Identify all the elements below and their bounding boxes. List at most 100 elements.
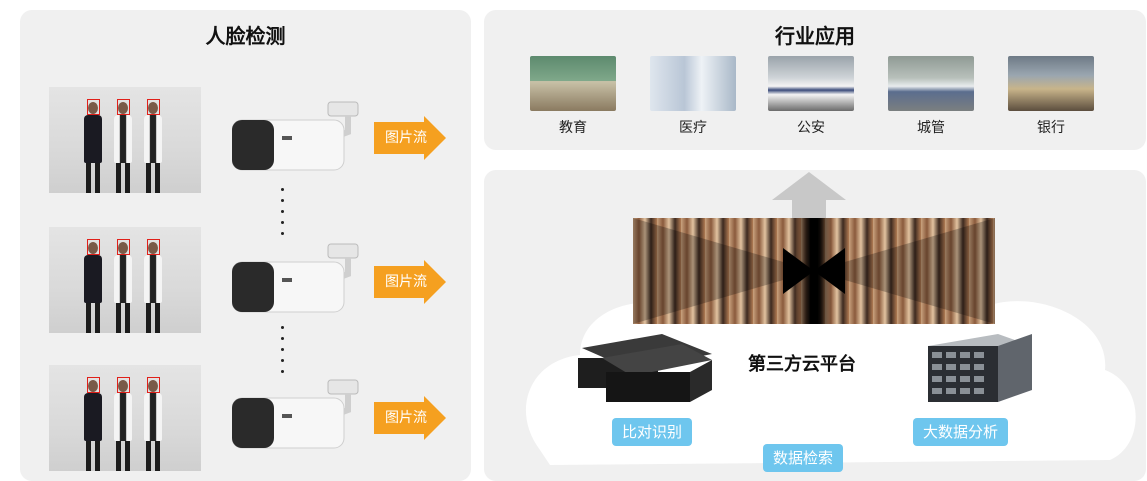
face-detection-box [117, 239, 130, 255]
compare-recognition-tag: 比对识别 [612, 418, 693, 446]
person-body [114, 393, 132, 441]
face-detection-box [117, 377, 130, 393]
face-detection-box [147, 377, 160, 393]
medical-image [650, 56, 736, 111]
face-wall-image [633, 218, 995, 324]
leg [125, 163, 130, 193]
leg [86, 441, 91, 471]
person-body [144, 255, 162, 303]
leg [146, 441, 151, 471]
app-label-police: 公安 [797, 120, 825, 136]
face-detection-box [117, 99, 130, 115]
app-label-education: 教育 [559, 120, 587, 136]
person-body [84, 115, 102, 163]
person-legs [116, 441, 130, 471]
person-body [114, 255, 132, 303]
camera-2 [232, 243, 359, 313]
person-head [148, 242, 158, 254]
face-detection-box [87, 239, 100, 255]
person-figure [143, 242, 163, 333]
scene-image-3 [49, 365, 201, 471]
face-detection-title: 人脸检测 [205, 24, 286, 48]
dots-connector-2 [281, 326, 287, 381]
person-body [144, 115, 162, 163]
person-figure [113, 380, 133, 471]
camera-3 [232, 379, 359, 449]
person-figure [83, 242, 103, 333]
person-legs [86, 441, 100, 471]
person-legs [116, 303, 130, 333]
camera-1 [232, 101, 359, 171]
leg [125, 441, 130, 471]
education-image [530, 56, 616, 111]
person-legs [146, 303, 160, 333]
stream-arrow-2: 图片流 [374, 260, 446, 304]
app-label-bank: 银行 [1037, 120, 1065, 136]
person-head [118, 242, 128, 254]
stream-arrow-1: 图片流 [374, 116, 446, 160]
person-figure [83, 380, 103, 471]
up-arrow [772, 172, 846, 220]
scene-image-1 [49, 87, 201, 193]
app-medical: 医疗 [650, 56, 736, 137]
person-figure [113, 242, 133, 333]
app-police: 公安 [768, 56, 854, 137]
data-retrieval-tag: 数据检索 [763, 444, 844, 472]
police-image [768, 56, 854, 111]
person-head [148, 380, 158, 392]
leg [116, 163, 121, 193]
stream-label-1: 图片流 [385, 130, 427, 146]
leg [155, 441, 160, 471]
compare-server-image [578, 334, 712, 402]
leg [125, 303, 130, 333]
stream-label-3: 图片流 [385, 410, 427, 426]
person-figure [113, 102, 133, 193]
stream-label-2: 图片流 [385, 274, 427, 290]
leg [155, 163, 160, 193]
face-detection-box [87, 99, 100, 115]
platform-label: 第三方云平台 [748, 354, 856, 375]
person-legs [86, 303, 100, 333]
app-label-medical: 医疗 [679, 120, 707, 136]
leg [146, 303, 151, 333]
dots-connector-1 [281, 188, 287, 243]
person-body [144, 393, 162, 441]
face-detection-box [147, 99, 160, 115]
person-body [84, 255, 102, 303]
person-legs [116, 163, 130, 193]
leg [116, 441, 121, 471]
leg [86, 163, 91, 193]
person-body [114, 115, 132, 163]
leg [95, 303, 100, 333]
leg [95, 441, 100, 471]
app-label-urban-management: 城管 [917, 120, 945, 136]
person-legs [146, 163, 160, 193]
bank-image [1008, 56, 1094, 111]
analysis-server-image [928, 334, 1032, 402]
leg [155, 303, 160, 333]
person-head [88, 380, 98, 392]
face-detection-box [147, 239, 160, 255]
person-head [118, 380, 128, 392]
person-head [118, 102, 128, 114]
app-urban-management: 城管 [888, 56, 974, 137]
person-figure [143, 102, 163, 193]
person-figure [143, 380, 163, 471]
big-data-analysis-tag: 大数据分析 [913, 418, 1009, 446]
face-detection-box [87, 377, 100, 393]
app-bank: 银行 [1008, 56, 1094, 137]
urban-management-image [888, 56, 974, 111]
industry-apps-title: 行业应用 [775, 24, 855, 48]
leg [116, 303, 121, 333]
leg [95, 163, 100, 193]
person-legs [86, 163, 100, 193]
person-head [88, 102, 98, 114]
person-figure [83, 102, 103, 193]
leg [146, 163, 151, 193]
leg [86, 303, 91, 333]
person-head [148, 102, 158, 114]
app-education: 教育 [530, 56, 616, 137]
person-body [84, 393, 102, 441]
stream-arrow-3: 图片流 [374, 396, 446, 440]
person-head [88, 242, 98, 254]
